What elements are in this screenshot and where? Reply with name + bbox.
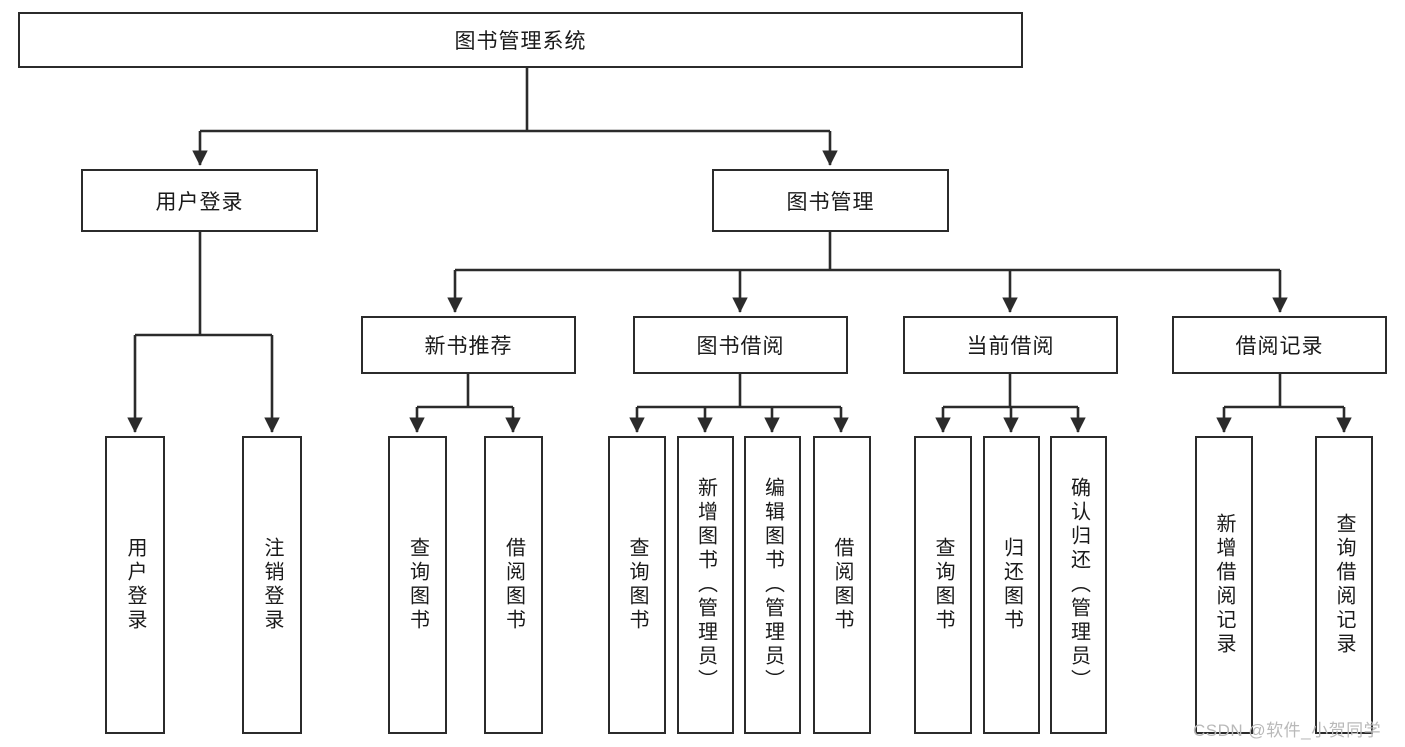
- node-leaf-add-borrow-record[interactable]: 新增借阅记录: [1195, 436, 1253, 734]
- node-leaf-confirm-return[interactable]: 确认归还（管理员）: [1050, 436, 1107, 734]
- node-current-borrow[interactable]: 当前借阅: [903, 316, 1118, 374]
- node-leaf-borrow-book[interactable]: 借阅图书: [813, 436, 871, 734]
- node-leaf-user-logout[interactable]: 注销登录: [242, 436, 302, 734]
- node-label: 借阅记录: [1235, 335, 1324, 358]
- node-label: 确认归还（管理员）: [1067, 477, 1090, 693]
- node-leaf-edit-book[interactable]: 编辑图书（管理员）: [744, 436, 801, 734]
- node-label: 图书管理系统: [454, 30, 587, 53]
- csdn-watermark: CSDN @软件_小贺同学: [1193, 721, 1382, 740]
- node-label: 查询图书: [406, 537, 429, 633]
- node-label: 借阅图书: [502, 537, 525, 633]
- node-label: 编辑图书（管理员）: [761, 477, 784, 693]
- node-label: 新增借阅记录: [1213, 513, 1235, 657]
- node-label: 用户登录: [124, 537, 146, 633]
- node-root-book-management-system[interactable]: 图书管理系统: [18, 12, 1023, 68]
- node-label: 新增图书（管理员）: [694, 477, 717, 693]
- node-label: 查询图书: [932, 537, 954, 633]
- node-label: 图书管理: [786, 190, 875, 214]
- node-book-borrow[interactable]: 图书借阅: [633, 316, 848, 374]
- node-label: 用户登录: [155, 190, 244, 214]
- node-user-login[interactable]: 用户登录: [81, 169, 318, 232]
- node-leaf-query-borrow-record[interactable]: 查询借阅记录: [1315, 436, 1373, 734]
- node-leaf-query-book-new[interactable]: 查询图书: [388, 436, 447, 734]
- node-leaf-query-book-current[interactable]: 查询图书: [914, 436, 972, 734]
- node-label: 归还图书: [1000, 537, 1023, 633]
- node-label: 注销登录: [261, 537, 283, 633]
- node-label: 借阅图书: [831, 537, 853, 633]
- node-label: 查询图书: [626, 537, 648, 633]
- node-label: 当前借阅: [966, 335, 1055, 358]
- node-borrow-record[interactable]: 借阅记录: [1172, 316, 1387, 374]
- node-leaf-add-book[interactable]: 新增图书（管理员）: [677, 436, 734, 734]
- node-label: 新书推荐: [424, 335, 513, 358]
- node-label: 查询借阅记录: [1333, 513, 1355, 657]
- node-leaf-query-book-borrow[interactable]: 查询图书: [608, 436, 666, 734]
- node-label: 图书借阅: [696, 335, 785, 358]
- node-leaf-borrow-book-new[interactable]: 借阅图书: [484, 436, 543, 734]
- node-leaf-user-login[interactable]: 用户登录: [105, 436, 165, 734]
- node-leaf-return-book[interactable]: 归还图书: [983, 436, 1040, 734]
- node-book-manage[interactable]: 图书管理: [712, 169, 949, 232]
- node-new-book-recommend[interactable]: 新书推荐: [361, 316, 576, 374]
